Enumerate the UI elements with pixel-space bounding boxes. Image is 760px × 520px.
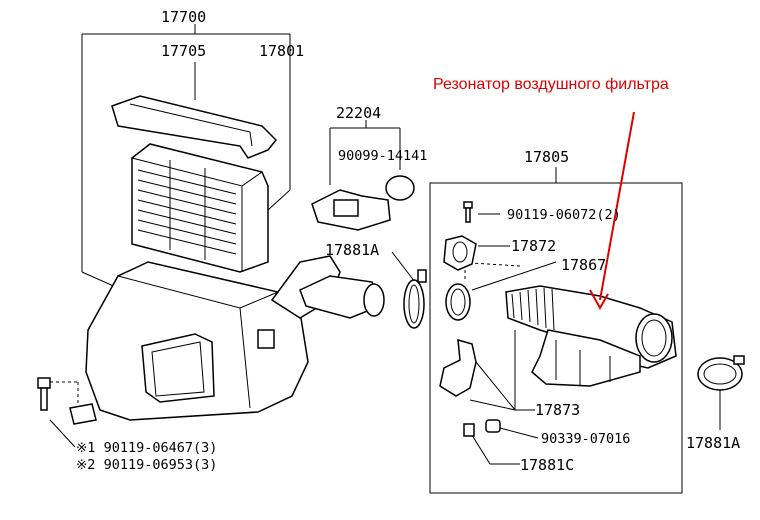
label-90119-06072: 90119-06072(2): [507, 207, 621, 223]
part-17867-ring: [445, 283, 471, 321]
label-17881C: 17881C: [520, 456, 574, 474]
part-17881A-clamp-left: [403, 269, 427, 329]
assembly-box-17805: [429, 182, 683, 494]
label-17872: 17872: [511, 237, 556, 255]
label-17881A-right: 17881A: [686, 434, 740, 452]
part-22204-plate: [299, 175, 415, 319]
label-90119-06953: ※2 90119-06953(3): [76, 457, 217, 473]
label-17881A-left: 17881A: [325, 241, 379, 259]
part-17801-filter: [131, 143, 269, 273]
label-17867: 17867: [561, 256, 606, 274]
part-17872-bracket: [443, 235, 477, 271]
part-17873-bracket: [439, 338, 477, 397]
label-22204: 22204: [336, 104, 381, 122]
part-bolt-90119-06072: [463, 201, 473, 223]
part-17700-housing: [69, 255, 341, 425]
part-17705-cover: [111, 95, 278, 159]
annotation-arrow: [589, 111, 635, 311]
label-90339-07016: 90339-07016: [541, 431, 630, 447]
label-17801: 17801: [259, 42, 304, 60]
label-17705: 17705: [161, 42, 206, 60]
part-bolt-left: [37, 377, 51, 411]
leader-lines: [49, 24, 721, 465]
annotation-text: Резонатор воздушного фильтра: [433, 76, 669, 93]
label-17700: 17700: [161, 8, 206, 26]
part-resonator-hose: [505, 285, 677, 387]
label-90119-06467: ※1 90119-06467(3): [76, 440, 217, 456]
label-17873: 17873: [535, 401, 580, 419]
label-17805: 17805: [524, 148, 569, 166]
part-90339-clip: [485, 419, 501, 433]
part-17881A-clamp-right: [697, 355, 745, 391]
part-17881C-clip: [463, 423, 475, 437]
label-90099-14141: 90099-14141: [338, 148, 427, 164]
